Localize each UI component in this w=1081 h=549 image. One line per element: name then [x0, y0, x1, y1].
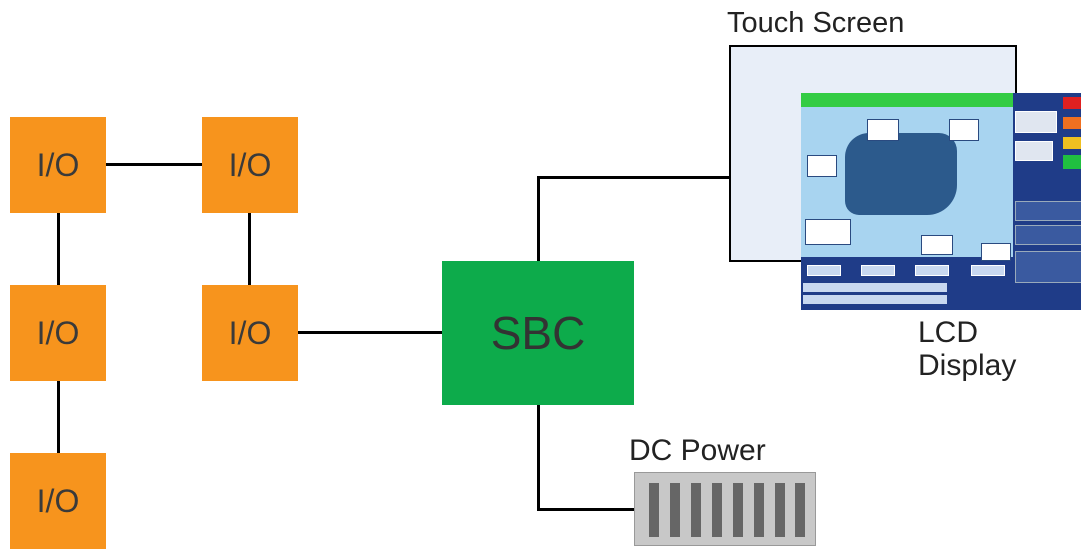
psu-vent-bar — [670, 483, 680, 537]
lcd-status-bar — [803, 283, 947, 292]
lcd-side-panel — [1015, 225, 1081, 245]
wire-sbc-power — [537, 508, 634, 511]
lcd-button — [971, 265, 1005, 276]
psu-vent-bar — [754, 483, 764, 537]
io-module: I/O — [202, 285, 298, 381]
lcd-info-box — [807, 155, 837, 177]
wire-io2-io4 — [248, 213, 251, 285]
psu-vent-bar — [775, 483, 785, 537]
dc-power-supply — [634, 472, 816, 546]
lcd-info-box — [981, 243, 1011, 261]
wire-io3-io5 — [57, 380, 60, 453]
lcd-side-indicator — [1063, 97, 1081, 109]
wire-io1-io3 — [57, 213, 60, 285]
lcd-side-panel — [1015, 201, 1081, 221]
wire-sbc-down — [537, 405, 540, 510]
dc-power-label: DC Power — [629, 434, 766, 467]
io-module: I/O — [202, 117, 298, 213]
lcd-display — [801, 93, 1081, 310]
lcd-display-label: LCD Display — [918, 316, 1016, 382]
lcd-button — [915, 265, 949, 276]
lcd-label-line1: LCD — [918, 316, 979, 349]
lcd-side-indicator — [1063, 155, 1081, 169]
lcd-info-box — [867, 119, 899, 141]
io-module: I/O — [10, 453, 106, 549]
lcd-button — [807, 265, 841, 276]
lcd-button — [861, 265, 895, 276]
lcd-info-box — [949, 119, 979, 141]
wire-sbc-up — [537, 177, 540, 261]
lcd-side-panel — [1015, 251, 1081, 283]
psu-vent-bar — [795, 483, 805, 537]
lcd-machine-graphic — [845, 133, 957, 215]
wire-io1-io2 — [106, 163, 202, 166]
lcd-side-indicator — [1063, 137, 1081, 149]
wire-io4-sbc — [298, 331, 442, 334]
lcd-label-line2: Display — [918, 349, 1017, 382]
lcd-info-box — [805, 219, 851, 245]
lcd-info-box — [921, 235, 953, 255]
io-module: I/O — [10, 285, 106, 381]
io-module: I/O — [10, 117, 106, 213]
lcd-side-button — [1015, 141, 1053, 161]
lcd-header-bar — [801, 93, 1013, 107]
psu-vent-bar — [733, 483, 743, 537]
psu-vent-bar — [691, 483, 701, 537]
lcd-side-indicator — [1063, 117, 1081, 129]
wire-sbc-touch — [537, 176, 729, 179]
sbc-block: SBC — [442, 261, 634, 405]
lcd-side-button — [1015, 111, 1057, 133]
psu-vent-bar — [712, 483, 722, 537]
touch-screen-label: Touch Screen — [727, 7, 905, 39]
lcd-status-bar — [803, 295, 947, 304]
psu-vent-bar — [649, 483, 659, 537]
